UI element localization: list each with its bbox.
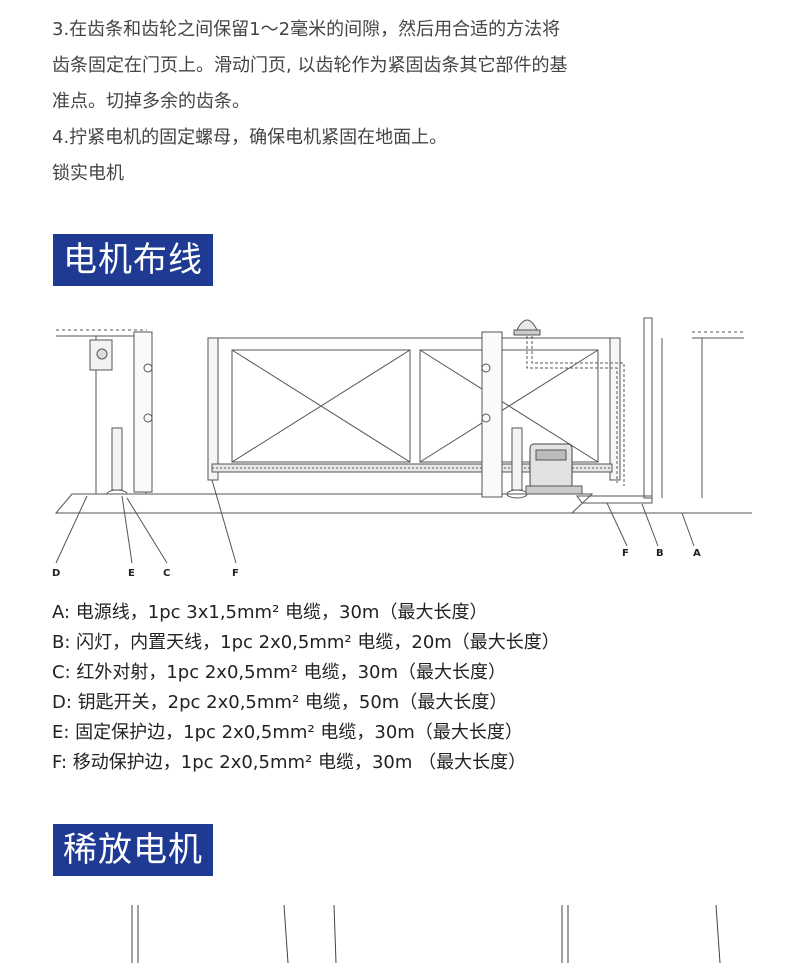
release-diagram-top — [52, 900, 752, 964]
cable-spec-f: F: 移动保护边，1pc 2x0,5mm² 电缆，30m （最大长度） — [52, 752, 527, 773]
intro-line-3: 准点。切掉多余的齿条。 — [52, 91, 250, 112]
release-diagram-drawing — [131, 904, 721, 964]
cable-spec-d: D: 钥匙开关，2pc 2x0,5mm² 电缆，50m（最大长度） — [52, 692, 508, 713]
diagram-label-b: B — [656, 548, 664, 559]
wiring-diagram-drawing: D E C F F B A — [52, 317, 752, 579]
diagram-label-a: A — [693, 548, 701, 559]
release-section-title: 稀放电机 — [53, 824, 213, 876]
cable-spec-a: A: 电源线，1pc 3x1,5mm² 电缆，30m（最大长度） — [52, 602, 488, 623]
intro-line-4: 4.拧紧电机的固定螺母，确保电机紧固在地面上。 — [52, 127, 448, 148]
diagram-label-f-right: F — [622, 548, 629, 559]
intro-line-5: 锁实电机 — [52, 163, 124, 184]
wiring-section-title: 电机布线 — [53, 234, 213, 286]
diagram-label-d: D — [52, 568, 60, 579]
diagram-label-f-left: F — [232, 568, 239, 579]
cable-spec-e: E: 固定保护边，1pc 2x0,5mm² 电缆，30m（最大长度） — [52, 722, 523, 743]
intro-clipped-line: 采的防端是否与门页的端对齐。 — [52, 0, 304, 10]
cable-spec-b: B: 闪灯，内置天线，1pc 2x0,5mm² 电缆，20m（最大长度） — [52, 632, 560, 653]
intro-line-2: 齿条固定在门页上。滑动门页, 以齿轮作为紧固齿条其它部件的基 — [52, 55, 568, 76]
cable-spec-c: C: 红外对射，1pc 2x0,5mm² 电缆，30m（最大长度） — [52, 662, 507, 683]
wiring-diagram: D E C F F B A — [52, 308, 752, 583]
diagram-label-c: C — [163, 568, 170, 579]
intro-line-1: 3.在齿条和齿轮之间保留1～2毫米的间隙，然后用合适的方法将 — [52, 19, 561, 40]
diagram-label-e: E — [128, 568, 135, 579]
